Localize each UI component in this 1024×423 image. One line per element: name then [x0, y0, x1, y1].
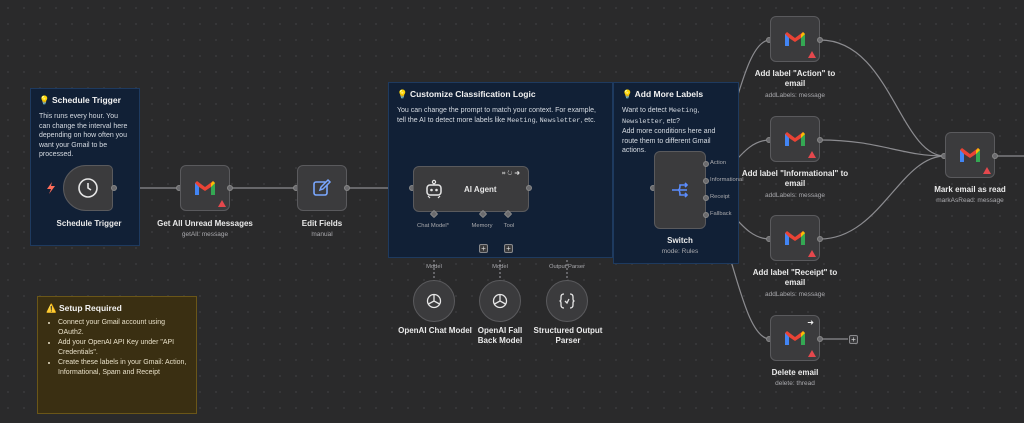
- sticky-title: 💡 Add More Labels: [622, 89, 704, 99]
- schedule-trigger-node[interactable]: [63, 165, 113, 211]
- output-port[interactable]: [817, 37, 823, 43]
- output-port-action[interactable]: [703, 161, 709, 167]
- robot-icon: [426, 179, 442, 199]
- gmail-icon: [785, 32, 805, 46]
- port-label: Chat Model*: [417, 223, 449, 229]
- output-port-receipt[interactable]: [703, 195, 709, 201]
- setup-item: Connect your Gmail account using OAuth2.: [58, 318, 188, 337]
- port-label: Memory: [471, 223, 493, 229]
- clock-icon: [78, 178, 98, 198]
- node-label: Edit Fields: [301, 219, 343, 228]
- node-sublabel: markAsRead: message: [936, 197, 1004, 204]
- warning-icon: [808, 151, 816, 158]
- output-port[interactable]: [227, 185, 233, 191]
- sticky-setup-required: ⚠️ Setup Required Connect your Gmail acc…: [37, 296, 197, 414]
- port-label: Model: [492, 264, 508, 270]
- arrow-right-icon: ➜: [807, 318, 814, 327]
- gmail-icon: [785, 231, 805, 245]
- node-sublabel: addLabels: message: [765, 291, 825, 298]
- output-label: Fallback: [710, 211, 732, 217]
- gmail-icon: [785, 132, 805, 146]
- output-label: Action: [710, 160, 727, 166]
- output-port-informational[interactable]: [703, 178, 709, 184]
- edit-fields-node[interactable]: [297, 165, 347, 211]
- output-port[interactable]: [817, 336, 823, 342]
- node-label: Get All Unread Messages: [157, 219, 253, 228]
- node-label: Add label "Receipt" to email: [752, 268, 838, 287]
- node-label: Add label "Action" to email: [754, 69, 836, 88]
- node-sublabel: addLabels: message: [765, 192, 825, 199]
- output-label: Informational: [710, 177, 744, 183]
- openai-icon: [492, 293, 508, 309]
- port-label: Output Parser: [548, 264, 586, 270]
- warning-icon: [218, 200, 226, 207]
- setup-item: Create these labels in your Gmail: Actio…: [58, 358, 188, 377]
- setup-item: Add your OpenAI API Key under "API Crede…: [58, 338, 188, 357]
- node-actions-icon[interactable]: ⌗↻➜: [502, 171, 522, 177]
- openai-fallback-node[interactable]: [479, 280, 521, 322]
- port-label: Tool: [503, 223, 515, 229]
- node-label: Delete email: [771, 368, 819, 377]
- node-label: Switch: [667, 236, 693, 245]
- sticky-title: 💡 Schedule Trigger: [39, 95, 121, 105]
- sticky-body: Want to detect Meeting, Newsletter, etc?…: [622, 107, 716, 154]
- switch-node[interactable]: [654, 151, 706, 229]
- output-port[interactable]: [111, 185, 117, 191]
- add-tool-button[interactable]: +: [504, 244, 513, 253]
- ai-agent-node[interactable]: AI Agent ⌗↻➜: [413, 166, 529, 212]
- output-port[interactable]: [526, 185, 532, 191]
- gmail-icon: [785, 331, 805, 345]
- output-port[interactable]: [344, 185, 350, 191]
- node-sublabel: manual: [311, 231, 333, 238]
- port-label: Model: [426, 264, 442, 270]
- warning-icon: [808, 350, 816, 357]
- node-label: AI Agent: [464, 184, 497, 194]
- node-label: Schedule Trigger: [56, 219, 122, 228]
- openai-icon: [426, 293, 442, 309]
- warning-icon: [983, 167, 991, 174]
- node-label: OpenAI Fall Back Model: [477, 326, 523, 345]
- openai-chat-node[interactable]: [413, 280, 455, 322]
- output-label: Receipt: [710, 194, 730, 200]
- node-label: Structured Output Parser: [533, 326, 603, 345]
- label-receipt-node[interactable]: [770, 215, 820, 261]
- label-informational-node[interactable]: [770, 116, 820, 162]
- edge-action-mark: [819, 39, 946, 157]
- braces-icon: [559, 293, 575, 309]
- node-label: OpenAI Chat Model: [398, 326, 472, 335]
- gmail-icon: [195, 181, 215, 195]
- output-parser-node[interactable]: [546, 280, 588, 322]
- node-sublabel: delete: thread: [775, 380, 815, 387]
- node-sublabel: mode: Rules: [661, 248, 699, 255]
- node-sublabel: getAll: message: [181, 231, 229, 238]
- output-port-fallback[interactable]: [703, 212, 709, 218]
- sticky-title: 💡 Customize Classification Logic: [397, 89, 536, 99]
- sticky-body: You can change the prompt to match your …: [397, 107, 596, 125]
- setup-list: Connect your Gmail account using OAuth2.…: [46, 318, 188, 377]
- sticky-body: This runs every hour. You can change the…: [39, 113, 128, 158]
- edge-info-mark: [819, 139, 946, 157]
- node-label: Add label "Informational" to email: [741, 169, 849, 188]
- output-port[interactable]: [817, 137, 823, 143]
- output-port[interactable]: [817, 236, 823, 242]
- sticky-title: ⚠️ Setup Required: [46, 303, 122, 313]
- lightning-icon: [47, 182, 55, 194]
- switch-icon: [672, 182, 689, 198]
- edge-receipt-mark: [819, 155, 946, 240]
- warning-icon: [808, 51, 816, 58]
- output-port[interactable]: [992, 153, 998, 159]
- add-memory-button[interactable]: +: [479, 244, 488, 253]
- node-sublabel: addLabels: message: [765, 92, 825, 99]
- pencil-icon: [313, 178, 332, 196]
- warning-icon: [808, 250, 816, 257]
- add-node-button[interactable]: +: [849, 335, 858, 344]
- node-label: Mark email as read: [934, 185, 1006, 194]
- gmail-icon: [960, 148, 980, 162]
